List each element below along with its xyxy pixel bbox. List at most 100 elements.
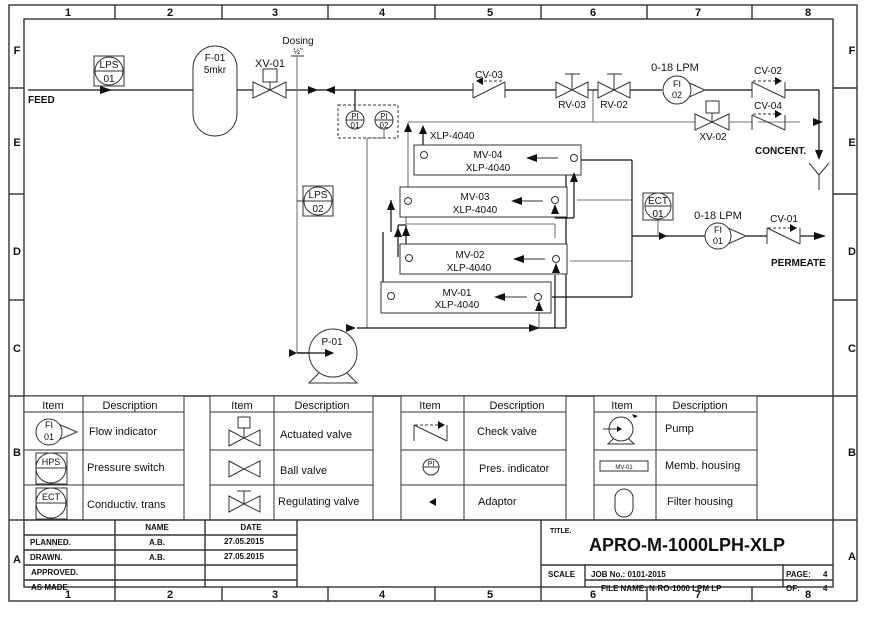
svg-text:LPS: LPS bbox=[100, 60, 119, 71]
check-valve-cv02: CV-02 bbox=[751, 66, 786, 99]
svg-text:CV-01: CV-01 bbox=[770, 214, 798, 225]
svg-text:Dosing: Dosing bbox=[282, 36, 313, 47]
svg-text:FILE NAME: N-RO-1000 LPM LP: FILE NAME: N-RO-1000 LPM LP bbox=[601, 584, 722, 593]
svg-text:HPS: HPS bbox=[42, 457, 61, 467]
svg-text:CV-02: CV-02 bbox=[754, 66, 782, 77]
row-label: B bbox=[848, 447, 856, 459]
membrane-housing-mv01: MV-01 XLP-4040 bbox=[380, 281, 552, 314]
svg-text:Item: Item bbox=[231, 400, 252, 412]
svg-text:XV-02: XV-02 bbox=[699, 132, 727, 143]
col-label: 1 bbox=[65, 589, 71, 601]
pressure-indicators-panel: PI 01 PI 02 bbox=[337, 104, 399, 139]
col-label: 3 bbox=[272, 589, 278, 601]
svg-text:5mkr: 5mkr bbox=[204, 65, 227, 76]
svg-text:01: 01 bbox=[713, 236, 723, 246]
svg-text:DRAWN.: DRAWN. bbox=[30, 553, 62, 562]
svg-text:MV-01: MV-01 bbox=[443, 288, 472, 299]
filter-housing-f01: F-01 5mkr bbox=[192, 45, 238, 137]
legend-pressure-switch-icon: HPS bbox=[35, 452, 68, 485]
legend-desc-pres-indicator: Pres. indicator bbox=[479, 463, 550, 475]
svg-text:Description: Description bbox=[294, 400, 349, 412]
svg-text:Item: Item bbox=[419, 400, 440, 412]
row-label: A bbox=[848, 551, 856, 563]
legend-filter-housing-icon bbox=[614, 488, 634, 518]
svg-text:A.B.: A.B. bbox=[149, 553, 165, 562]
svg-text:JOB No.: 0101-2015: JOB No.: 0101-2015 bbox=[591, 570, 666, 579]
legend-pres-indicator-icon: PI bbox=[422, 458, 440, 476]
svg-text:LPS: LPS bbox=[309, 190, 328, 201]
svg-text:02: 02 bbox=[312, 204, 324, 215]
svg-text:RV-02: RV-02 bbox=[600, 100, 628, 111]
outer-frame bbox=[8, 4, 858, 602]
svg-text:PI: PI bbox=[380, 112, 388, 121]
row-labels-left: F E D C B A bbox=[13, 45, 21, 566]
svg-text:½": ½" bbox=[293, 47, 303, 56]
legend-desc-pump: Pump bbox=[665, 423, 694, 435]
col-label: 4 bbox=[379, 7, 386, 19]
pump-p01: P-01 bbox=[307, 328, 359, 384]
svg-text:NAME: NAME bbox=[145, 523, 169, 532]
row-label: E bbox=[848, 137, 855, 149]
legend-check-valve-icon bbox=[413, 421, 448, 442]
regulating-valve-rv03: RV-03 bbox=[555, 73, 589, 111]
col-label: 2 bbox=[167, 589, 173, 601]
svg-text:CV-03: CV-03 bbox=[475, 70, 503, 81]
legend-conductivity-icon: ECT bbox=[35, 487, 68, 520]
svg-text:XLP-4040: XLP-4040 bbox=[466, 163, 511, 174]
svg-text:MV-02: MV-02 bbox=[456, 250, 485, 261]
svg-text:PLANNED.: PLANNED. bbox=[30, 538, 71, 547]
actuated-valve-xv01: XV-01 bbox=[252, 58, 287, 99]
row-labels-right: F E D C B A bbox=[848, 45, 856, 563]
svg-text:0-18 LPM: 0-18 LPM bbox=[694, 210, 742, 222]
column-labels-bottom: 1 2 3 4 5 6 7 8 bbox=[65, 589, 811, 601]
column-dividers bbox=[114, 5, 753, 601]
svg-text:OF:: OF: bbox=[786, 584, 800, 593]
svg-text:FI: FI bbox=[673, 79, 681, 89]
lps02-instrument: LPS 02 bbox=[297, 185, 334, 217]
svg-text:0-18 LPM: 0-18 LPM bbox=[651, 62, 699, 74]
check-valve-cv01: CV-01 bbox=[766, 214, 801, 245]
row-label: B bbox=[13, 447, 21, 459]
conductivity-transmitter-ect01: ECT 01 bbox=[642, 192, 674, 221]
svg-text:SCALE: SCALE bbox=[548, 570, 576, 579]
row-label: E bbox=[13, 137, 20, 149]
svg-text:XLP-4040: XLP-4040 bbox=[453, 205, 498, 216]
column-labels-top: 1 2 3 4 5 6 7 8 bbox=[65, 7, 811, 19]
svg-text:AS MADE: AS MADE bbox=[31, 583, 69, 592]
row-label: F bbox=[849, 45, 856, 57]
legend-desc-conductivity: Conductiv. trans bbox=[87, 499, 166, 511]
svg-text:27.05.2015: 27.05.2015 bbox=[224, 537, 265, 546]
row-label: A bbox=[13, 554, 21, 566]
svg-text:PI: PI bbox=[351, 112, 359, 121]
membrane-housing-mv02: MV-02 XLP-4040 bbox=[399, 243, 568, 275]
svg-text:4: 4 bbox=[823, 570, 828, 579]
check-valve-cv03: CV-03 bbox=[472, 70, 506, 99]
svg-text:Item: Item bbox=[611, 400, 632, 412]
dosing-point: Dosing ½" bbox=[282, 36, 314, 57]
inner-frame bbox=[23, 18, 834, 588]
col-label: 5 bbox=[487, 589, 493, 601]
legend-desc-flow-indicator: Flow indicator bbox=[89, 426, 157, 438]
legend-regulating-valve-icon bbox=[228, 490, 261, 513]
flow-indicator-fi01: 0-18 LPM FI 01 bbox=[694, 210, 748, 250]
svg-text:FI: FI bbox=[714, 225, 722, 235]
svg-text:F-01: F-01 bbox=[205, 53, 226, 64]
col-label: 8 bbox=[805, 7, 811, 19]
title-block bbox=[24, 519, 833, 587]
row-dividers bbox=[9, 87, 857, 521]
xlp-label: XLP-4040 bbox=[430, 131, 475, 142]
row-label: D bbox=[13, 246, 21, 258]
svg-text:PAGE:: PAGE: bbox=[786, 570, 811, 579]
membrane-housing-mv04: MV-04 XLP-4040 bbox=[413, 144, 582, 176]
col-label: 3 bbox=[272, 7, 278, 19]
svg-text:A.B.: A.B. bbox=[149, 538, 165, 547]
col-label: 7 bbox=[695, 589, 701, 601]
legend-flow-indicator-icon: FI 01 bbox=[35, 418, 79, 446]
row-label: C bbox=[13, 343, 21, 355]
svg-text:DATE: DATE bbox=[240, 523, 262, 532]
svg-text:APPROVED.: APPROVED. bbox=[31, 568, 78, 577]
svg-text:FI: FI bbox=[45, 420, 53, 430]
col-label: 6 bbox=[590, 7, 596, 19]
legend-headers: Item Description Item Description Item D… bbox=[42, 400, 727, 412]
